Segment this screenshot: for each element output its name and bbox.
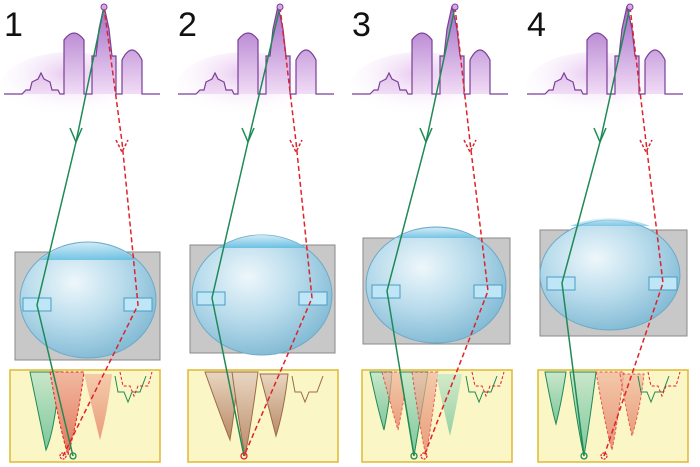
ciliary-left	[546, 276, 576, 291]
arrow-solid	[69, 127, 83, 144]
ray-dashed	[243, 6, 313, 457]
image-skyline-green	[465, 375, 498, 404]
image-skyline-green	[637, 375, 670, 404]
ray-dashed	[423, 6, 489, 457]
lens-bulge	[396, 228, 476, 238]
image-skyline-red	[119, 371, 153, 398]
lens	[19, 241, 157, 359]
lens	[365, 226, 507, 344]
focus-point-red	[59, 452, 67, 460]
panel-1: 1	[0, 3, 161, 463]
ray-solid	[211, 6, 281, 457]
ciliary-left	[371, 284, 401, 299]
focus-point-green	[69, 452, 77, 460]
ciliary-left	[196, 291, 226, 306]
focus-point	[240, 452, 248, 460]
lens-bulge	[218, 235, 306, 248]
image-blur-red-2	[411, 371, 439, 457]
ciliary-right	[473, 284, 503, 299]
focus-point-red	[600, 452, 608, 460]
panel-4: 4	[525, 3, 689, 463]
source-point	[100, 3, 108, 11]
arrow-solid	[593, 127, 607, 144]
ray-solid	[36, 6, 105, 457]
arrow-dashed	[115, 139, 129, 154]
focus-point-red	[420, 452, 428, 460]
ciliary-right	[298, 291, 328, 306]
panel-2: 2	[175, 3, 339, 463]
image-skyline-red	[647, 371, 681, 398]
image-blur-red-1	[595, 371, 625, 451]
image-skyline-brown	[291, 375, 324, 404]
source-point	[626, 3, 634, 11]
image-blur-green-3	[436, 374, 462, 436]
ray-solid	[561, 6, 631, 457]
panel-number-2: 2	[178, 6, 197, 44]
lens-bulge	[40, 242, 136, 260]
lens-bulge	[570, 218, 650, 226]
ray-dashed	[603, 6, 664, 457]
arrow-dashed	[639, 139, 653, 154]
image-skyline-red	[471, 371, 505, 398]
source-point	[276, 3, 284, 11]
image-blur-red-2	[84, 374, 112, 440]
arrow-dashed	[463, 139, 477, 154]
image-blur-red-2	[619, 373, 645, 438]
ray-dashed	[62, 6, 139, 457]
image-blur-green-1	[544, 371, 567, 426]
panel-number-1: 1	[4, 6, 23, 44]
ray-solid	[386, 6, 456, 457]
panel-number-4: 4	[527, 6, 546, 44]
lens	[539, 219, 681, 331]
arrow-dashed	[289, 139, 303, 154]
source-point	[451, 3, 459, 11]
image-brown-2	[231, 371, 259, 457]
panel-number-3: 3	[352, 6, 371, 44]
arrow-solid	[419, 127, 433, 144]
image-brown-3	[259, 373, 289, 438]
focus-point-green	[410, 452, 418, 460]
image-skyline-green	[114, 375, 147, 404]
arrow-solid	[241, 127, 255, 144]
focus-point-green	[580, 452, 588, 460]
panel-3: 3	[350, 3, 513, 463]
